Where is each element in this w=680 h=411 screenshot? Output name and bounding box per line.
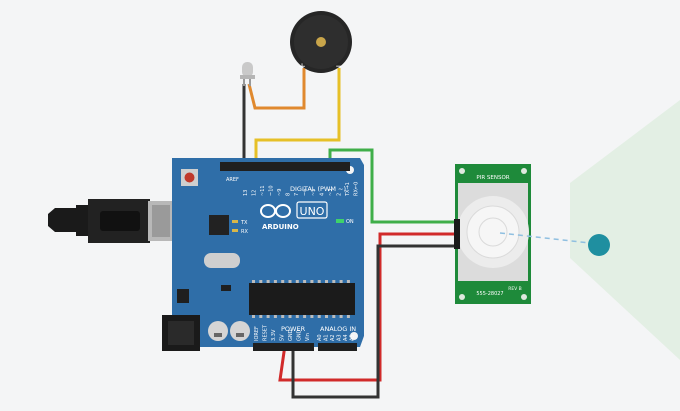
pin-label: 12 bbox=[252, 190, 258, 196]
pin-label: GND bbox=[297, 329, 303, 341]
buzzer-plus-label: + bbox=[298, 62, 306, 72]
pin-label: 4 bbox=[320, 193, 326, 196]
chip-pin bbox=[252, 315, 255, 318]
chip-pin bbox=[325, 280, 328, 283]
buzzer-minus-label: − bbox=[335, 62, 343, 72]
pin-label: RESET bbox=[263, 324, 269, 341]
pir-detection-zone bbox=[570, 100, 680, 360]
pin-label: 13 bbox=[243, 190, 249, 196]
reset-button[interactable] bbox=[181, 169, 198, 186]
led[interactable] bbox=[240, 62, 255, 86]
analog-header[interactable] bbox=[318, 343, 357, 351]
pin-label: ~10 bbox=[269, 185, 275, 196]
tx-label: TX bbox=[240, 220, 248, 226]
chip-pins bbox=[252, 280, 350, 318]
pir-rev-label: REV B bbox=[508, 286, 522, 292]
pin-label: GND bbox=[288, 329, 294, 341]
chip-pin bbox=[288, 315, 292, 318]
pin-label: A0 bbox=[317, 334, 323, 341]
chip-pin bbox=[346, 280, 350, 283]
atmega-chip bbox=[249, 283, 355, 315]
chip-pin bbox=[281, 280, 285, 283]
chip-pin bbox=[346, 315, 350, 318]
pin-label: A5 bbox=[350, 334, 356, 341]
digital-label: DIGITAL (PWM ~) bbox=[290, 185, 346, 193]
pin-label: Vin bbox=[305, 333, 311, 341]
pin-label: A1 bbox=[324, 334, 330, 341]
power-label: POWER bbox=[281, 325, 306, 333]
rx-label: RX bbox=[241, 229, 248, 235]
pir-bottom-label: 555-28027 bbox=[476, 291, 503, 297]
wire-yellow[interactable] bbox=[254, 68, 341, 166]
chip-pin bbox=[288, 280, 292, 283]
chip-pin bbox=[295, 315, 299, 318]
usb-connector-icon bbox=[48, 199, 174, 243]
chip-pin bbox=[317, 315, 321, 318]
pin-label: 7 bbox=[294, 193, 300, 196]
wire-red[interactable] bbox=[278, 232, 455, 382]
chip-pin bbox=[266, 280, 270, 283]
chip-pin bbox=[266, 315, 270, 318]
chip-pin bbox=[303, 315, 307, 318]
motion-target[interactable] bbox=[588, 234, 610, 256]
pin-label: 3.3V bbox=[271, 329, 277, 341]
pin-label: IOREF bbox=[254, 326, 260, 341]
chip-pin bbox=[252, 280, 255, 283]
digital-header[interactable] bbox=[220, 162, 350, 171]
chip-pin bbox=[310, 280, 314, 283]
pin-label: A3 bbox=[337, 334, 343, 341]
chip-pin bbox=[317, 280, 321, 283]
on-label: ON bbox=[346, 219, 354, 225]
pin-label: ~3 bbox=[328, 189, 334, 196]
chip-pin bbox=[259, 315, 263, 318]
pin-label: 2 bbox=[337, 193, 343, 196]
brand-label: ARDUINO bbox=[262, 223, 299, 231]
pin-label: A2 bbox=[330, 334, 336, 341]
pin-label: ~11 bbox=[260, 185, 266, 196]
power-header[interactable] bbox=[253, 343, 314, 351]
pin-label: A4 bbox=[343, 334, 349, 341]
chip-pin bbox=[295, 280, 299, 283]
pin-label: ~6 bbox=[303, 189, 309, 196]
chip-pin bbox=[259, 280, 263, 283]
detection-ray bbox=[499, 232, 591, 244]
crystal-oscillator bbox=[204, 253, 240, 268]
chip-pin bbox=[332, 280, 336, 283]
chip-pin bbox=[339, 280, 343, 283]
capacitor bbox=[208, 321, 228, 341]
wire-green[interactable] bbox=[328, 148, 455, 224]
pin-label: 8 bbox=[286, 193, 292, 196]
wire-orange[interactable] bbox=[247, 68, 306, 110]
chip-pin bbox=[273, 315, 277, 318]
power-jack[interactable] bbox=[162, 315, 200, 351]
pin-label: ~9 bbox=[277, 189, 283, 196]
chip-pin bbox=[325, 315, 328, 318]
pin-label: RX←0 bbox=[354, 182, 360, 196]
chip-pin bbox=[281, 315, 285, 318]
arduino-logo-icon bbox=[260, 204, 291, 218]
analog-label: ANALOG IN bbox=[320, 325, 356, 333]
pin-label: ~5 bbox=[311, 189, 317, 196]
pin-label: 5V bbox=[280, 334, 286, 341]
chip-pin bbox=[303, 280, 307, 283]
chip-pin bbox=[332, 315, 336, 318]
aref-label: AREF bbox=[226, 177, 239, 183]
model-label: UNO bbox=[300, 205, 325, 218]
chip-pin bbox=[273, 280, 277, 283]
pir-sensor[interactable]: PIR SENSOR 555-28027 REV B bbox=[454, 164, 531, 304]
pin-label: TX→1 bbox=[345, 182, 351, 197]
wire-black-pir[interactable] bbox=[291, 244, 455, 399]
piezo-buzzer[interactable]: + − bbox=[290, 11, 352, 73]
chip-pin bbox=[310, 315, 314, 318]
pir-top-label: PIR SENSOR bbox=[476, 175, 509, 181]
chip-pin bbox=[339, 315, 343, 318]
capacitor bbox=[230, 321, 250, 341]
